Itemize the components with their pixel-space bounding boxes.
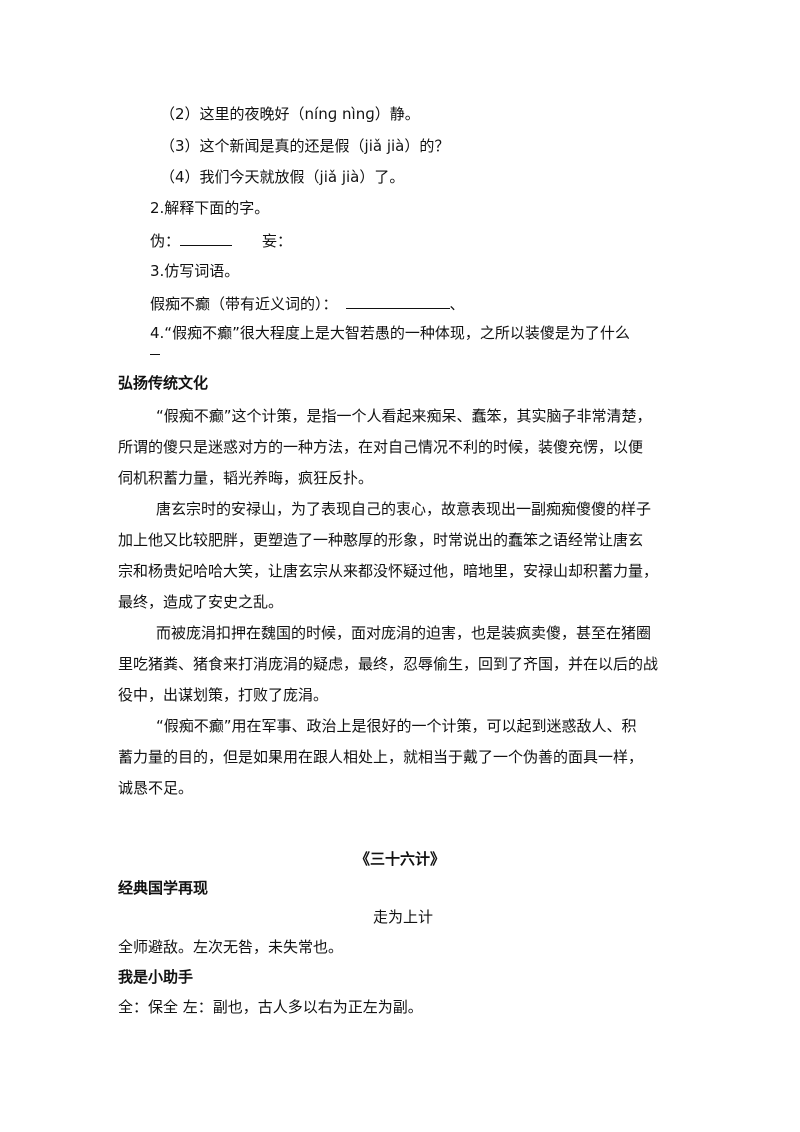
exercise-q2: （2）这里的夜晚好（nínɡ nìnɡ）静。 (160, 105, 420, 123)
task4-question: 4.“假痴不癫”很大程度上是大智若愚的一种体现，之所以装傻是为了什么 (150, 324, 630, 342)
task4-answer-dash (150, 354, 160, 355)
culture-heading: 弘扬传统文化 (118, 374, 209, 392)
exercise-q3: （3）这个新闻是真的还是假（jiǎ jià）的？ (160, 137, 450, 155)
task3-row: 假痴不癫（带有近义词的）： 、 (150, 292, 465, 314)
culture-p1-line3: 伺机积蓄力量，韬光养晦，疯狂反扑。 (118, 469, 374, 487)
helper-heading: 我是小助手 (118, 968, 194, 986)
culture-p2-line4: 最终，造成了安史之乱。 (118, 593, 284, 611)
culture-p3-line2: 里吃猪粪、猪食来打消庞涓的疑虑，最终，忍辱偷生，回到了齐国，并在以后的战 (118, 655, 659, 673)
task3-title: 3.仿写词语。 (150, 262, 240, 280)
culture-p1-line1: “假痴不癫”这个计策，是指一个人看起来痴呆、蠢笨，其实脑子非常清楚， (156, 407, 652, 425)
culture-p2-line1: 唐玄宗时的安禄山，为了表现自己的衷心，故意表现出一副痴痴傻傻的样子 (156, 500, 652, 518)
book-title: 《三十六计》 (354, 850, 445, 868)
classic-text: 全师避敌。左次无咎，未失常也。 (118, 938, 344, 956)
culture-p4-line3: 诚恳不足。 (118, 779, 194, 797)
culture-p2-line2: 加上他又比较肥胖，更塑造了一种憨厚的形象，时常说出的蠢笨之语经常让唐玄 (118, 531, 644, 549)
task2-wei-blank (180, 229, 233, 246)
task3-blank (345, 292, 450, 309)
task3-prompt: 假痴不癫（带有近义词的）： (150, 295, 338, 313)
task2-row: 伪： 妄： (150, 229, 292, 251)
task3-separator: 、 (449, 295, 465, 313)
culture-p3-line3: 役中，出谋划策，打败了庞涓。 (118, 686, 329, 704)
classic-heading: 经典国学再现 (118, 879, 209, 897)
task2-wei-label: 伪： (150, 232, 181, 250)
exercise-q4: （4）我们今天就放假（jiǎ jià）了。 (160, 168, 405, 186)
classic-subtitle: 走为上计 (372, 908, 433, 926)
helper-text: 全：保全 左：副也，古人多以右为正左为副。 (118, 998, 423, 1016)
culture-p4-line1: “假痴不癫”用在军事、政治上是很好的一个计策，可以起到迷惑敌人、积 (156, 717, 637, 735)
culture-p4-line2: 蓄力量的目的，但是如果用在跟人相处上，就相当于戴了一个伪善的面具一样， (118, 748, 644, 766)
culture-p1-line2: 所谓的傻只是迷惑对方的一种方法，在对自己情况不利的时候，装傻充愣，以便 (118, 438, 644, 456)
task2-wang-label: 妄： (262, 232, 293, 250)
task2-title: 2.解释下面的字。 (150, 199, 270, 217)
culture-p2-line3: 宗和杨贵妃哈哈大笑，让唐玄宗从来都没怀疑过他，暗地里，安禄山却积蓄力量， (118, 562, 659, 580)
culture-p3-line1: 而被庞涓扣押在魏国的时候，面对庞涓的迫害，也是装疯卖傻，甚至在猪圈 (156, 624, 652, 642)
